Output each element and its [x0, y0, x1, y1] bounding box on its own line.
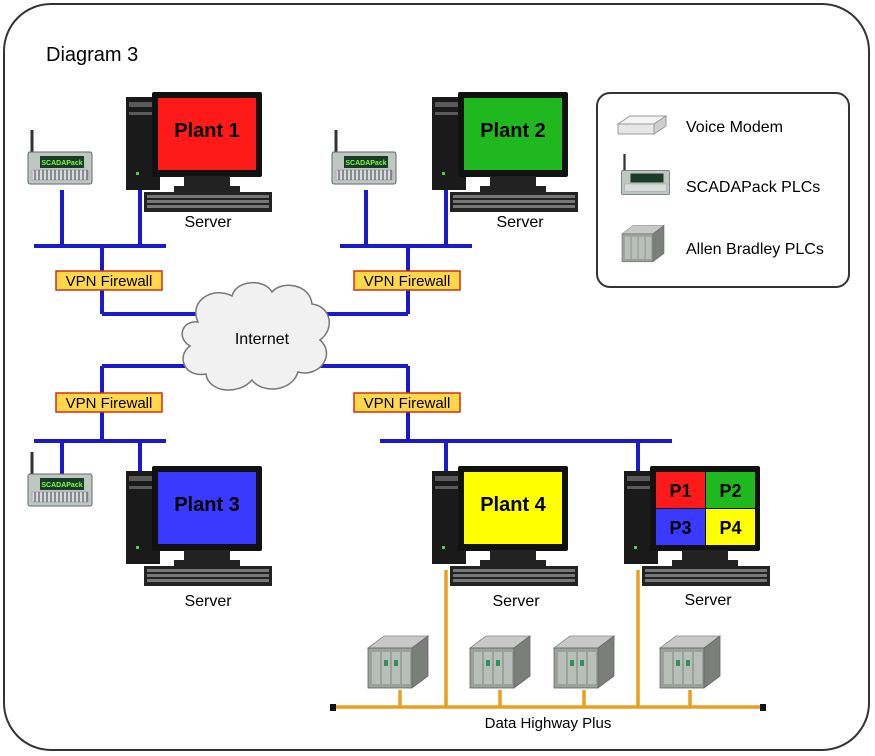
central-tile-label-3: P3 [669, 518, 691, 538]
vpn-firewall-2-label: VPN Firewall [364, 273, 451, 290]
plant-3-screen [158, 472, 256, 544]
central-tile-label-4: P4 [719, 518, 741, 538]
svg-text:SCADAPack: SCADAPack [345, 160, 386, 167]
internet-cloud: Internet [181, 282, 330, 391]
network-links [34, 190, 672, 482]
data-highway-plus-links [334, 570, 762, 709]
vpn-firewall-4-label: VPN Firewall [364, 395, 451, 412]
allen-bradley-plc-1 [367, 635, 429, 689]
data-highway-plus-label: Data Highway Plus [485, 715, 612, 732]
allen-bradley-plc-3 [553, 635, 615, 689]
server-plant-4: Plant 4 [432, 466, 578, 586]
diagram-title: Diagram 3 [46, 44, 139, 66]
vpn-firewall-4: VPN Firewall [353, 392, 461, 413]
server-central-label: Server [684, 592, 732, 609]
central-tile-2 [706, 472, 755, 508]
plant-2-screen [464, 98, 562, 170]
legend-icons [616, 115, 670, 263]
plant-4-screen [464, 472, 562, 544]
scadapack-plc-3: SCADAPack [26, 450, 94, 508]
server-1-label: Server [184, 214, 232, 231]
allen-bradley-icon [621, 224, 665, 263]
plant-3-screen-label: Plant 3 [174, 494, 240, 516]
allen-bradley-plc-4 [659, 635, 721, 689]
vpn-firewall-1-label: VPN Firewall [66, 273, 153, 290]
server-2-label: Server [496, 214, 544, 231]
scadapack-plc-1: SCADAPack [26, 128, 94, 186]
server-3-label: Server [184, 593, 232, 610]
plant-1-screen [158, 98, 256, 170]
svg-text:SCADAPack: SCADAPack [41, 160, 82, 167]
legend-voice-modem-label: Voice Modem [686, 119, 783, 136]
scadapack-plc-2: SCADAPack [330, 128, 398, 186]
svg-text:SCADAPack: SCADAPack [41, 482, 82, 489]
plant-4-screen-label: Plant 4 [480, 494, 546, 516]
bus-terminator-right [760, 704, 766, 711]
vpn-firewall-3-label: VPN Firewall [66, 395, 153, 412]
plant-2-screen-label: Plant 2 [480, 120, 546, 142]
central-tile-1 [656, 472, 705, 508]
server-plant-2: Plant 2 [432, 92, 578, 212]
internet-label: Internet [235, 331, 290, 348]
allen-bradley-plc-2 [469, 635, 531, 689]
server-plant-1: Plant 1 [126, 92, 272, 212]
voice-modem-icon [616, 115, 668, 135]
bus-terminator-left [330, 704, 336, 711]
central-tile-4 [706, 509, 755, 545]
plant-1-screen-label: Plant 1 [174, 120, 240, 142]
server-4-label: Server [492, 593, 540, 610]
central-tile-label-2: P2 [719, 481, 741, 501]
scadapack-icon [621, 154, 670, 195]
central-tile-3 [656, 509, 705, 545]
server-plant-3: Plant 3 [126, 466, 272, 586]
legend-allen-bradley-label: Allen Bradley PLCs [686, 241, 824, 258]
vpn-firewall-2: VPN Firewall [353, 270, 461, 291]
legend-scadapack-label: SCADAPack PLCs [686, 179, 821, 196]
vpn-firewall-3: VPN Firewall [55, 392, 163, 413]
vpn-firewall-1: VPN Firewall [55, 270, 163, 291]
central-tile-label-1: P1 [669, 481, 691, 501]
legend: Voice Modem SCADAPack PLCs Allen Bradley… [596, 92, 850, 288]
